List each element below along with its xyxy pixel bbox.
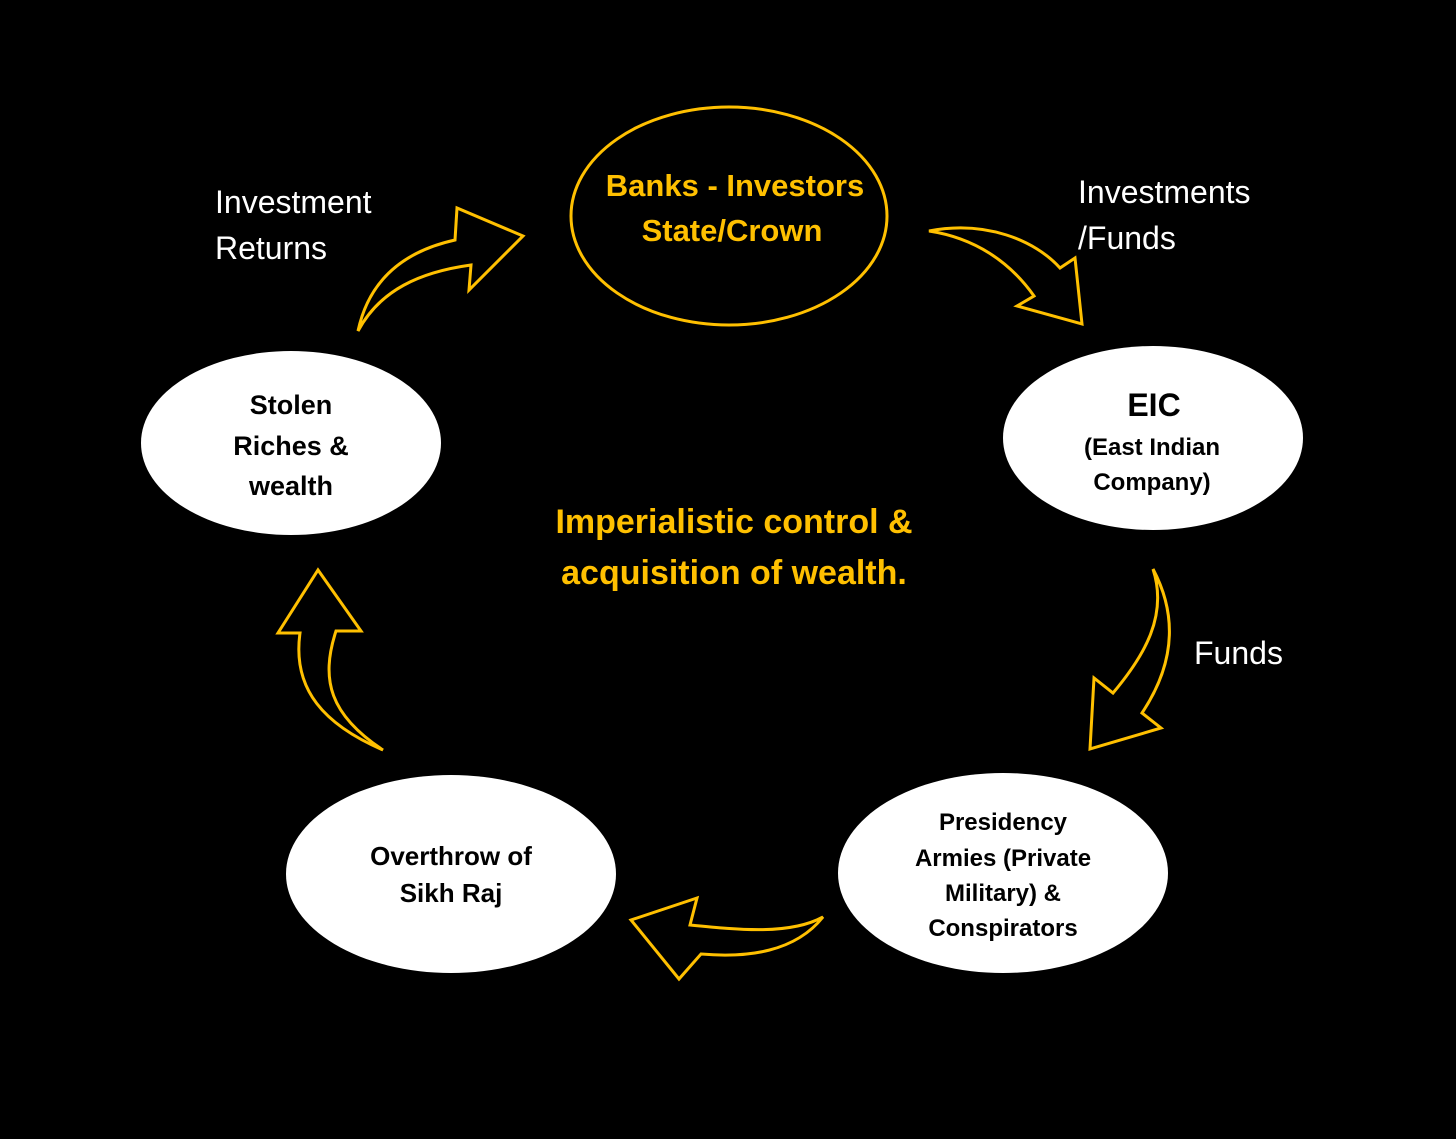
curved-arrow-overthrow-to-stolen (275, 567, 384, 752)
node-banks-ellipse (569, 105, 889, 327)
node-overthrow-ellipse (286, 775, 616, 973)
edge-label-investment-returns: Investment Returns (215, 184, 372, 266)
node-stolen-ellipse (141, 351, 441, 535)
node-banks-line2: State/Crown (642, 213, 823, 248)
edge-label-returns-line1: Investment (215, 184, 372, 220)
node-banks-investors: Banks - Investors State/Crown (569, 105, 889, 327)
node-eic-line3: Company) (1093, 469, 1210, 496)
curved-arrow-eic-to-armies (1088, 568, 1171, 752)
node-armies-ellipse (838, 773, 1168, 973)
node-eic-ellipse (1003, 346, 1303, 530)
edge-label-investments-line2: /Funds (1078, 220, 1176, 256)
curved-arrow-banks-to-eic (928, 226, 1084, 327)
node-armies-line2: Armies (Private (915, 845, 1091, 872)
node-overthrow-line1: Overthrow of (370, 841, 532, 871)
edge-label-funds: Funds (1194, 635, 1283, 671)
node-stolen-line3: wealth (248, 471, 333, 501)
node-overthrow-line2: Sikh Raj (400, 878, 503, 908)
curved-arrow-armies-to-overthrow (628, 895, 825, 982)
node-armies-line1: Presidency (939, 809, 1068, 836)
center-title: Imperialistic control & acquisition of w… (555, 503, 912, 592)
edge-label-investments-funds: Investments /Funds (1078, 174, 1251, 256)
node-overthrow-sikh-raj: Overthrow of Sikh Raj (286, 775, 616, 973)
edge-label-investments-line1: Investments (1078, 174, 1251, 210)
node-eic-line1: EIC (1127, 387, 1180, 423)
node-presidency-armies: Presidency Armies (Private Military) & C… (838, 773, 1168, 973)
node-banks-line1: Banks - Investors (606, 168, 864, 203)
node-armies-line3: Military) & (945, 880, 1061, 907)
curved-arrow-stolen-to-banks (356, 205, 526, 332)
edge-label-funds-line1: Funds (1194, 635, 1283, 671)
node-eic: EIC (East Indian Company) (1003, 346, 1303, 530)
edge-label-returns-line2: Returns (215, 230, 327, 266)
center-title-line2: acquisition of wealth. (561, 554, 907, 592)
node-stolen-line1: Stolen (250, 390, 333, 420)
node-stolen-line2: Riches & (233, 431, 349, 461)
center-title-line1: Imperialistic control & (555, 503, 912, 541)
node-armies-line4: Conspirators (928, 915, 1077, 942)
node-stolen-riches: Stolen Riches & wealth (141, 351, 441, 535)
node-eic-line2: (East Indian (1084, 434, 1220, 461)
